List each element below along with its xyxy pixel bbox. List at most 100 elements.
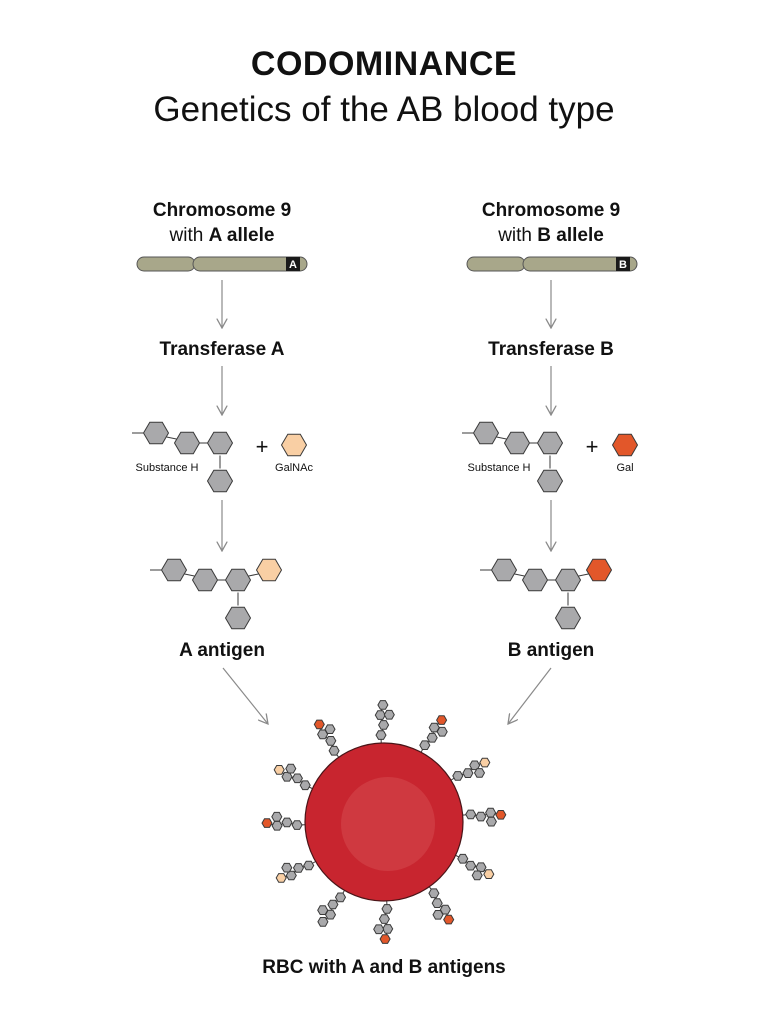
hexagon-sugar [324,724,336,734]
hexagon-sugar [325,736,337,746]
rbc-antigen-chain [261,811,306,831]
allele-label-a: with A allele [170,225,275,247]
substance-label-a: Substance H [135,462,199,474]
hexagon-sugar [291,773,303,784]
sugar-label-a: GalNAc [275,462,313,474]
page-subtitle: Genetics of the AB blood type [153,90,615,129]
hexagon-sugar [536,431,564,455]
hexagon-sugar [373,924,385,935]
hexagon-sugar [465,860,477,871]
hexagon-terminal-sugar [479,757,491,768]
hexagon-sugar [452,771,464,781]
hexagon-terminal-sugar [275,873,287,883]
hexagon-sugar [291,820,303,830]
hexagon-sugar [428,722,440,733]
hexagon-sugar [374,710,386,720]
bond [578,573,589,577]
hexagon-sugar [378,914,390,924]
hexagon-sugar [465,809,477,820]
allele-label-b-bold: B allele [537,225,604,246]
chromosome-b: B [466,256,638,272]
red-blood-cell [261,700,507,944]
hexagon-sugar [206,469,234,493]
hexagon-sugar [475,811,487,822]
hexagon-sugar [327,899,339,910]
hexagon-terminal-sugar [483,869,495,879]
hexagon-sugar [475,862,487,873]
hexagon-sugar [375,730,387,740]
bond [166,436,177,440]
rbc-antigen-chain [273,763,313,791]
hexagon-sugar [536,469,564,493]
arrow-a-antigen-to-rbc [222,667,268,724]
rbc-caption: RBC with A and B antigens [262,957,506,978]
hexagon-terminal-sugar [443,914,455,925]
molecule-substance-h-a [132,421,234,493]
hexagon-sugar [431,898,443,908]
hexagon-sugar [490,558,518,582]
hexagon-sugar [285,763,297,774]
hexagon-sugar [473,768,486,778]
galnac-hexagon [280,433,308,457]
hexagon-sugar [206,431,234,455]
hexagon-sugar [281,862,293,873]
rbc-antigen-chain [313,719,340,758]
hexagon-sugar [299,780,311,791]
rbc-antigen-chain [455,853,495,881]
allele-label-b-prefix: with [498,225,538,246]
enzyme-label-a: Transferase A [159,339,285,360]
rbc-antigen-chain [275,860,316,883]
page-title: CODOMINANCE [250,45,518,83]
hexagon-terminal-sugar [313,719,325,730]
hexagon-terminal-sugar [317,917,329,927]
hexagon-sugar [439,904,451,915]
hexagon-terminal-sugar [436,715,448,725]
chromosome-a: A [136,256,308,272]
bond [496,436,507,440]
rbc-antigen-chain [428,886,455,925]
plus-sign-a: + [255,434,269,459]
hexagon-sugar [419,740,431,750]
hexagon-sugar [383,709,395,720]
allele-label-a-prefix: with [169,225,209,246]
hexagon-terminal-sugar [495,810,507,820]
rbc-antigen-chain [374,700,395,744]
enzyme-label-b: Transferase B [488,339,614,360]
hexagon-sugar [281,771,293,782]
hexagon-sugar [271,811,283,822]
hexagon-sugar [554,606,582,630]
hexagon-sugar [457,853,469,864]
arrow-b-antigen-to-rbc [508,667,552,724]
allele-mark-b: B [619,259,627,271]
hexagon-terminal-sugar [255,558,283,582]
molecule-b-antigen [480,558,613,630]
hexagon-sugar [160,558,188,582]
hexagon-sugar [485,807,497,818]
hexagon-sugar [436,726,448,737]
bond [248,573,259,577]
hexagon-terminal-sugar [273,765,285,775]
hexagon-sugar [485,816,497,827]
hexagon-sugar [471,870,483,881]
chromosome-label-b: Chromosome 9 [481,200,621,221]
hexagon-sugar [292,863,305,873]
hexagon-sugar [428,888,440,899]
rbc-antigen-chain [373,900,394,944]
hexagon-sugar [224,568,252,592]
hexagon-sugar [521,568,549,592]
hexagon-sugar [317,905,329,915]
rbc-antigen-chain [462,807,507,827]
hexagon-sugar [503,431,531,455]
hexagon-sugar [191,568,219,592]
rbc-antigen-chain [317,890,347,927]
hexagon-sugar [285,870,297,881]
hexagon-terminal-sugar [377,700,389,710]
sugar-label-b: Gal [616,462,634,474]
molecule-layer [132,421,639,630]
antigen-label-b: B antigen [507,640,595,661]
hexagon-sugar [378,720,390,730]
hexagon-sugar [328,745,340,756]
gal-hexagon [611,433,639,457]
plus-sign-b: + [585,434,599,459]
